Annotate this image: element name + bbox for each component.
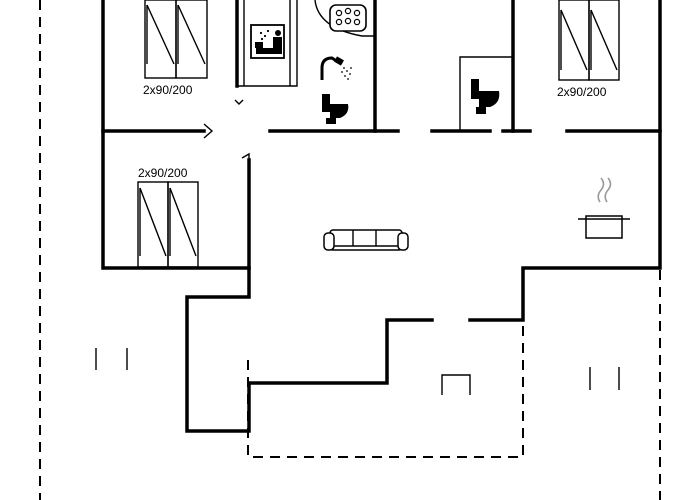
terrace-marks — [95, 348, 620, 390]
bed-label: 2x90/200 — [143, 83, 193, 97]
bed-label: 2x90/200 — [138, 166, 188, 180]
shower-icon — [320, 56, 352, 80]
toilet-icon — [471, 79, 500, 114]
spa-bath-icon — [329, 4, 367, 32]
bed-label: 2x90/200 — [557, 85, 607, 99]
walls — [101, 0, 662, 433]
sauna-icon — [250, 24, 285, 59]
toilet-icon — [322, 94, 349, 124]
kitchen-pot-icon — [578, 177, 630, 239]
bed-icon — [137, 181, 199, 268]
terrace-boundary — [39, 0, 661, 500]
door-icon — [441, 374, 471, 395]
bed-icon — [558, 0, 620, 81]
sofa-icon — [323, 229, 409, 251]
bed-icon — [144, 0, 208, 79]
